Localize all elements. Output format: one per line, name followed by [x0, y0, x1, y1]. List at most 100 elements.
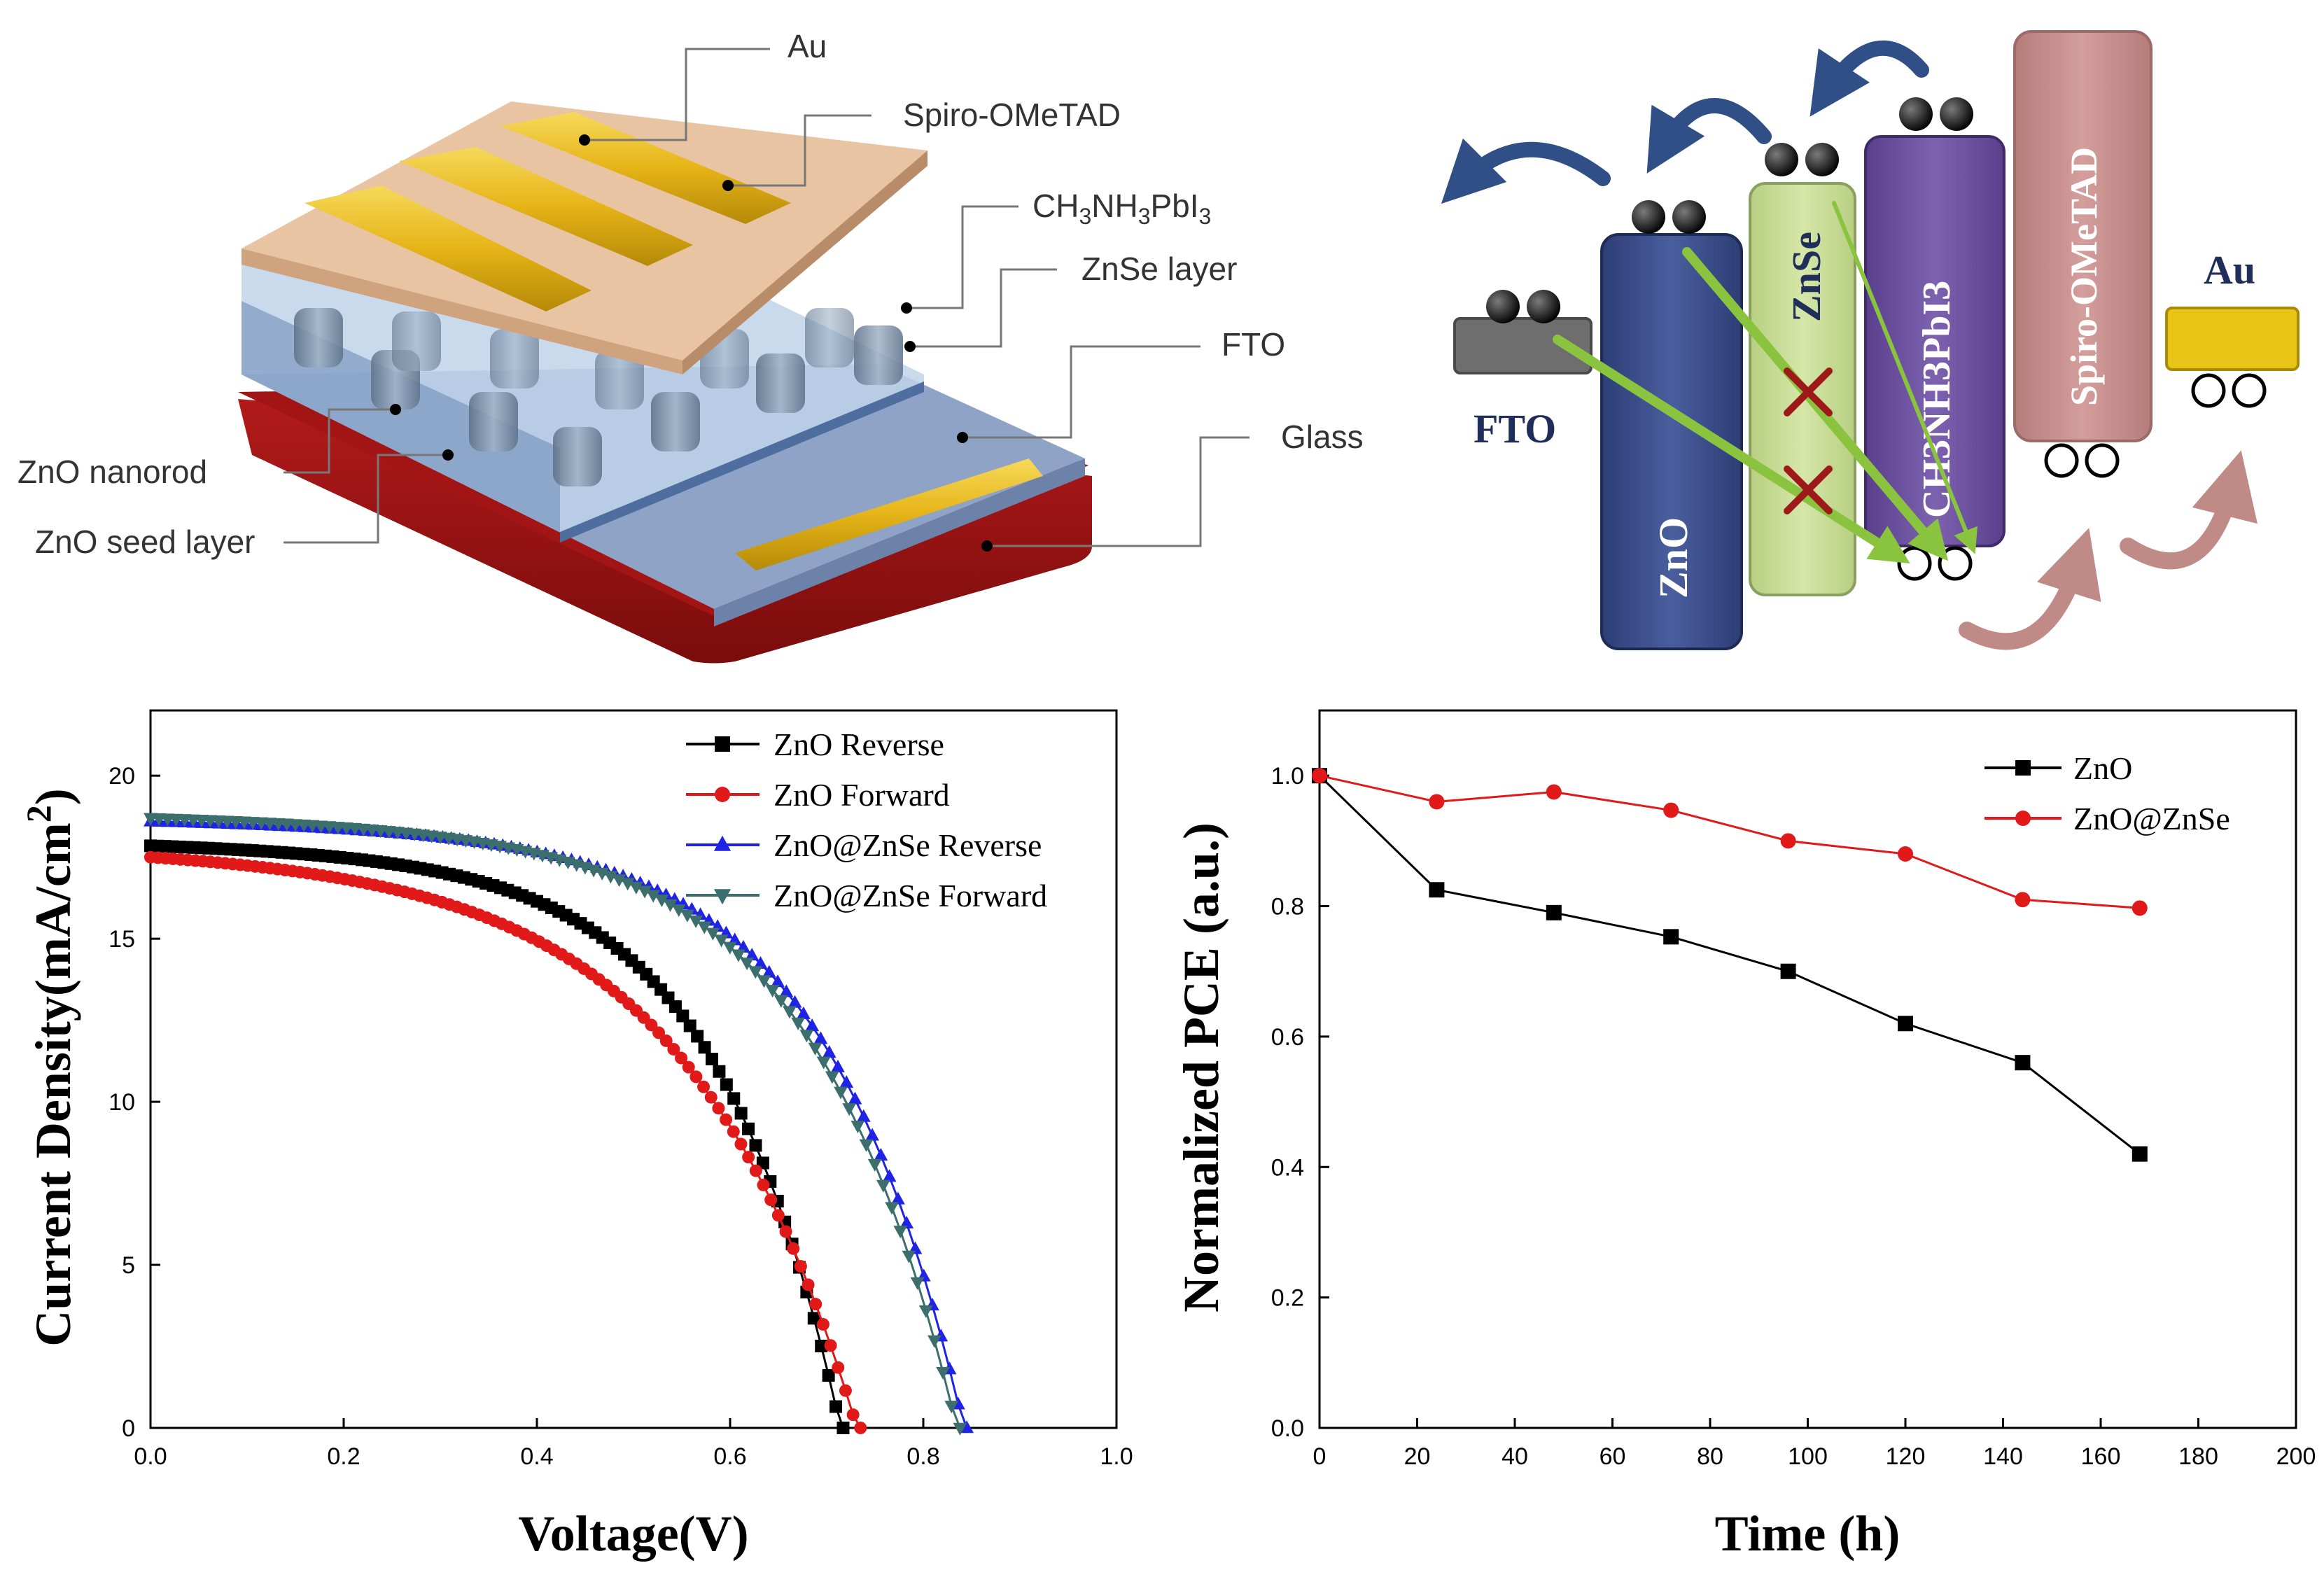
y-tick-label: 0.6	[1271, 1024, 1304, 1051]
pce-point	[1780, 833, 1796, 849]
band-label-perovskite: CH3NH3PbI3	[1915, 281, 1959, 518]
label-nanorod: ZnO nanorod	[18, 454, 207, 490]
y-tick-label: 0	[122, 1415, 135, 1442]
jv-point	[899, 1216, 914, 1229]
jv-point	[824, 1339, 837, 1352]
jv-point	[676, 1009, 690, 1023]
jv-point	[749, 1164, 762, 1177]
jv-point	[779, 984, 794, 997]
pce-series	[1312, 768, 2148, 1162]
jv-point	[697, 1080, 710, 1093]
jv-point	[944, 1401, 959, 1414]
pce-point	[1663, 802, 1679, 818]
legend-label: ZnO@ZnSe Reverse	[774, 827, 1042, 863]
jv-point	[671, 904, 686, 918]
jv-point	[612, 874, 626, 888]
x-tick-label: 140	[1983, 1443, 2023, 1470]
spiro-band	[2013, 30, 2152, 442]
jv-point	[638, 885, 652, 899]
pce-point	[1898, 846, 1913, 862]
jv-point	[727, 1125, 740, 1138]
jv-point	[839, 1075, 854, 1088]
jv-point	[722, 941, 737, 955]
au-electrodes	[304, 112, 1043, 570]
y-tick-label: 0.4	[1271, 1154, 1304, 1181]
hole-transfer-arrows	[1959, 450, 2258, 650]
pce-x-axis-title: Time (h)	[1715, 1506, 1900, 1562]
x-tick-label: 200	[2276, 1443, 2316, 1470]
x-tick-label: 60	[1600, 1443, 1626, 1470]
jv-point	[910, 1277, 925, 1290]
jv-point	[774, 995, 788, 1008]
jv-point	[654, 895, 669, 908]
jv-point	[764, 1193, 778, 1207]
y-tick-label: 0.2	[1271, 1285, 1304, 1312]
legend-marker	[713, 835, 732, 851]
jv-point	[927, 1335, 941, 1348]
perovskite-front	[560, 381, 924, 542]
legend-label: ZnO Forward	[774, 777, 950, 813]
au-band	[2165, 307, 2300, 371]
jv-point	[809, 1298, 822, 1311]
jv-point	[799, 1030, 814, 1043]
jv-point	[667, 1042, 680, 1056]
jv-point	[742, 1122, 755, 1135]
jv-point	[846, 1408, 860, 1422]
jv-point	[762, 965, 776, 978]
label-seed: ZnO seed layer	[35, 524, 255, 560]
pce-point	[1546, 784, 1562, 800]
pce-point	[1312, 768, 1327, 784]
jv-point	[918, 1305, 933, 1318]
jv-point	[720, 1078, 733, 1091]
jv-series	[144, 813, 974, 1436]
fto-front	[714, 458, 1085, 626]
jv-point	[856, 1109, 871, 1122]
jv-point	[691, 1030, 704, 1043]
x-tick-label: 0.2	[327, 1443, 360, 1470]
jv-point	[953, 1422, 967, 1436]
jv-point	[732, 949, 746, 962]
jv-point	[788, 995, 802, 1008]
jv-point	[734, 1137, 748, 1151]
band-diagram: FTO ZnO ZnSe CH3NH3PbI3 Spiro-OMeTAD Au	[1441, 30, 2300, 650]
jv-point	[813, 1031, 828, 1044]
x-tick-label: 0.0	[134, 1443, 167, 1470]
jv-point	[874, 1148, 888, 1161]
jv-point	[603, 871, 618, 884]
pce-point	[1780, 963, 1796, 979]
jv-point	[682, 1060, 695, 1074]
pce-point	[1663, 929, 1679, 945]
jv-point	[805, 1018, 820, 1032]
electrons	[1486, 97, 1973, 323]
spiro-front	[241, 248, 682, 374]
jv-point	[893, 1226, 908, 1239]
x-tick-label: 0.6	[713, 1443, 746, 1470]
jv-point	[842, 1103, 857, 1116]
band-label-au: Au	[2204, 247, 2255, 293]
label-fto: FTO	[1222, 326, 1285, 363]
jv-point	[836, 1422, 850, 1434]
y-tick-label: 0.8	[1271, 894, 1304, 920]
jv-point	[859, 1139, 874, 1152]
jv-point	[712, 1102, 725, 1115]
legend-marker	[2015, 811, 2031, 826]
pce-series-line	[1319, 774, 2140, 909]
jv-point	[765, 985, 780, 998]
jv-point	[675, 1051, 688, 1065]
jv-point	[936, 1367, 950, 1380]
jv-point	[794, 1260, 807, 1273]
legend-label: ZnO	[2073, 750, 2132, 786]
spiro-side	[682, 150, 927, 374]
x-tick-label: 160	[2081, 1443, 2121, 1470]
jv-point	[652, 1026, 666, 1039]
jv-point	[745, 948, 760, 961]
jv-point	[713, 1065, 726, 1078]
jv-point	[689, 915, 703, 928]
jv-point	[830, 1400, 843, 1413]
pce-series-line	[1318, 775, 2141, 1155]
